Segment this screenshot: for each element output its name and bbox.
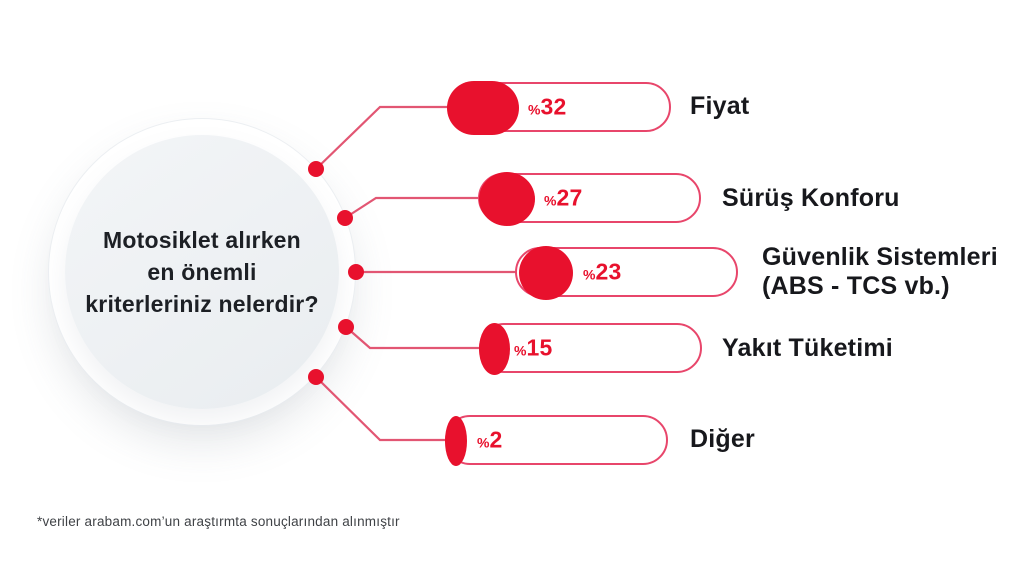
connector-line-diger	[315, 376, 447, 442]
question-line-1: Motosiklet alırken	[103, 227, 301, 253]
percent-number: 15	[526, 334, 553, 361]
percent-value-guvenlik-sistemleri: %23	[583, 259, 622, 286]
question-text: Motosiklet alırken en önemli kriterlerin…	[85, 224, 318, 320]
bar-fill-yakit-tuketimi	[479, 323, 510, 375]
percent-sign: %	[477, 434, 490, 451]
bar-label-yakit-tuketimi: Yakıt Tüketimi	[722, 334, 893, 362]
percent-value-surus-konforu: %27	[544, 185, 583, 212]
bar-label-diger: Diğer	[690, 425, 755, 453]
bar-label-guvenlik-sistemleri: Güvenlik Sistemleri (ABS - TCS vb.)	[762, 243, 998, 300]
question-line-3: kriterleriniz nelerdir?	[85, 291, 319, 317]
bar-label-surus-konforu: Sürüş Konforu	[722, 184, 900, 212]
question-line-2: en önemli	[147, 259, 257, 285]
percent-value-diger: %2	[477, 427, 503, 454]
percent-sign: %	[514, 342, 527, 359]
bar-fill-fiyat	[447, 81, 519, 135]
bar-guvenlik-sistemleri: %23	[515, 246, 738, 300]
percent-number: 23	[595, 258, 622, 285]
bar-fill-guvenlik-sistemleri	[519, 246, 573, 300]
bar-diger: %2	[445, 415, 668, 466]
footnote: *veriler arabam.com’un araştırmta sonuçl…	[37, 514, 400, 529]
question-circle-outer: Motosiklet alırken en önemli kriterlerin…	[48, 118, 356, 426]
percent-number: 27	[556, 184, 583, 211]
connector-line-surus-konforu	[344, 196, 480, 219]
connector-line-fiyat	[315, 105, 448, 170]
percent-number: 32	[540, 93, 567, 120]
bar-fiyat: %32	[447, 81, 671, 135]
percent-value-yakit-tuketimi: %15	[514, 335, 553, 362]
question-circle: Motosiklet alırken en önemli kriterlerin…	[65, 135, 339, 409]
connector-line-yakit	[345, 326, 481, 350]
percent-sign: %	[583, 266, 596, 283]
percent-sign: %	[544, 192, 557, 209]
percent-value-fiyat: %32	[528, 94, 567, 121]
bar-surus-konforu: %27	[478, 172, 701, 226]
bar-fill-diger	[445, 416, 467, 466]
bar-fill-surus-konforu	[479, 172, 535, 226]
percent-sign: %	[528, 101, 541, 118]
bar-yakit-tuketimi: %15	[479, 323, 702, 375]
bar-label-fiyat: Fiyat	[690, 92, 750, 120]
percent-number: 2	[489, 426, 503, 453]
